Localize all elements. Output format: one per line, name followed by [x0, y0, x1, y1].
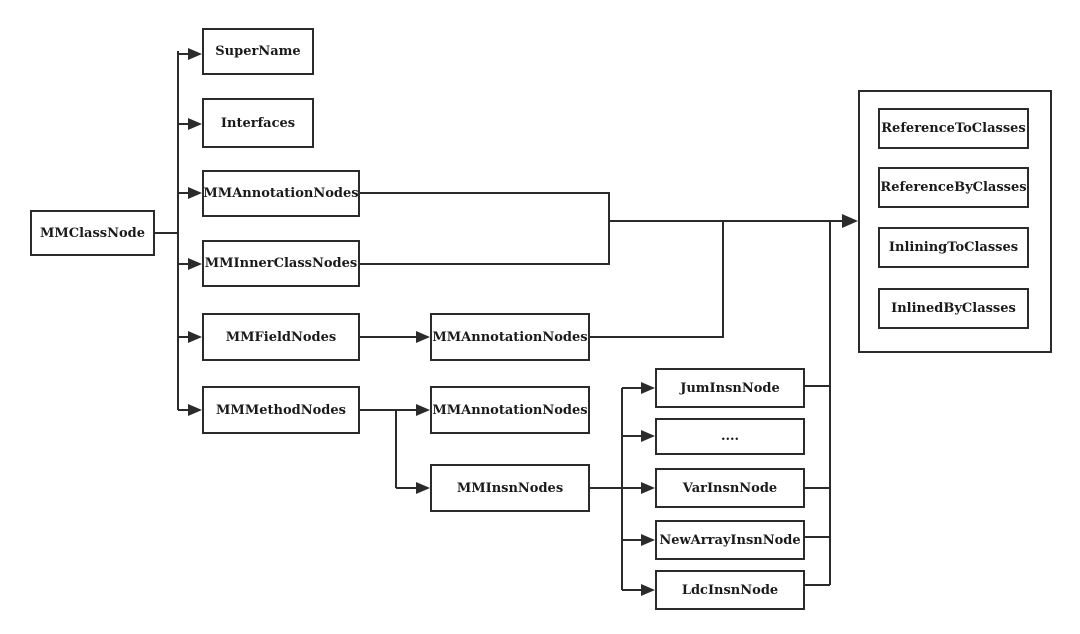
jum-insn-node: JumInsnNode [655, 368, 805, 408]
reference-by-classes-node: ReferenceByClasses [878, 167, 1029, 208]
arrow-to-new-array-insn [641, 534, 655, 546]
ellipsis-insn-node: .... [655, 418, 805, 455]
super-name-node: SuperName [202, 28, 314, 75]
arrow-to-interfaces [188, 118, 202, 130]
new-array-insn-node: NewArrayInsnNode [655, 520, 805, 560]
arrow-method-to-insn [416, 482, 430, 494]
arrow-to-jum-insn [641, 382, 655, 394]
inlined-by-classes-node: InlinedByClasses [878, 288, 1029, 329]
var-insn-node: VarInsnNode [655, 468, 805, 508]
arrow-method-to-annotation [416, 404, 430, 416]
ldc-insn-node: LdcInsnNode [655, 570, 805, 610]
arrow-to-inner-class-nodes [188, 258, 202, 270]
arrow-to-annotation-nodes [188, 187, 202, 199]
reference-group [858, 90, 1052, 353]
connector-annotation-merge [360, 192, 610, 265]
arrow-to-method-nodes [188, 404, 202, 416]
arrow-to-ellipsis [641, 430, 655, 442]
arrow-to-reference-group [842, 214, 858, 228]
mm-insn-nodes-node: MMInsnNodes [430, 464, 590, 512]
mm-method-nodes-node: MMMethodNodes [202, 386, 360, 434]
arrow-field-to-annotation [416, 331, 430, 343]
arrow-to-var-insn [641, 482, 655, 494]
arrow-to-field-nodes [188, 331, 202, 343]
mm-field-nodes-node: MMFieldNodes [202, 313, 360, 361]
arrow-to-supername [188, 48, 202, 60]
connector-field-annotation-merge [590, 221, 724, 338]
method-annotation-nodes-node: MMAnnotationNodes [430, 386, 590, 434]
field-annotation-nodes-node: MMAnnotationNodes [430, 313, 590, 361]
mm-annotation-nodes-node: MMAnnotationNodes [202, 170, 360, 217]
inlining-to-classes-node: InliningToClasses [878, 227, 1029, 268]
interfaces-node: Interfaces [202, 98, 314, 148]
arrow-to-ldc-insn [641, 584, 655, 596]
mm-inner-class-nodes-node: MMInnerClassNodes [202, 240, 360, 287]
mm-class-node: MMClassNode [30, 210, 155, 256]
reference-to-classes-node: ReferenceToClasses [878, 108, 1029, 149]
